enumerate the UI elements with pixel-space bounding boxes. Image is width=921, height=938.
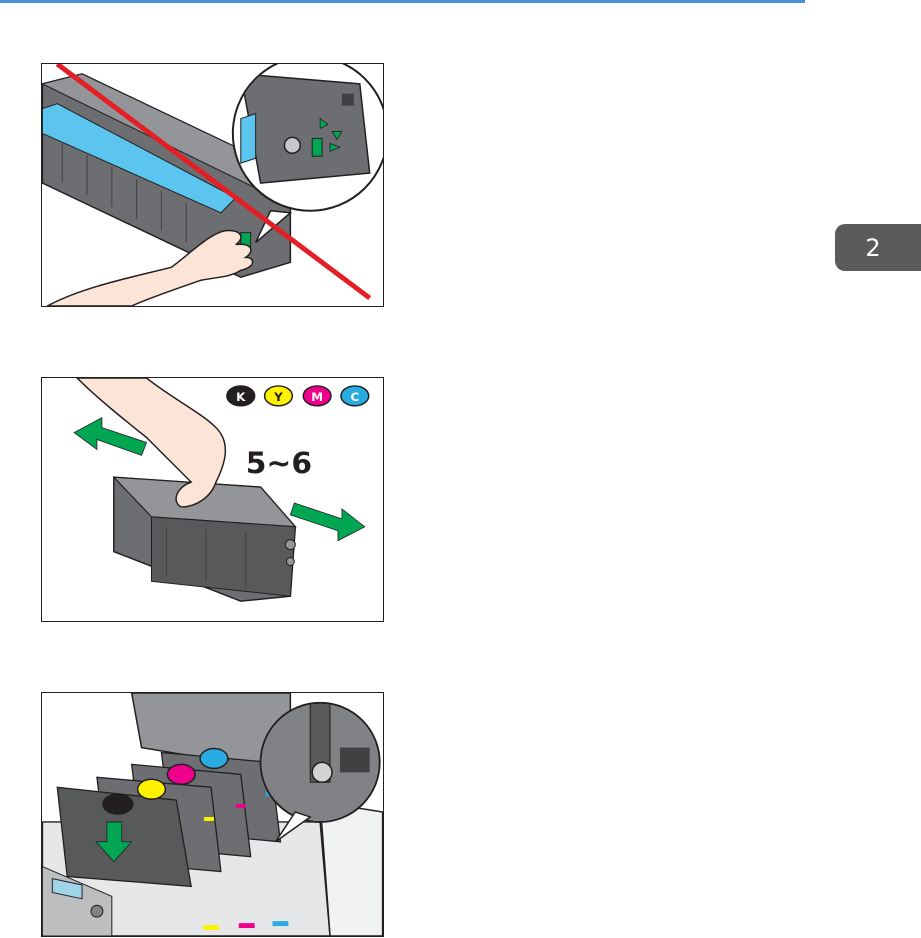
- shake-arrow-right-icon: [290, 503, 364, 541]
- svg-text:M: M: [311, 390, 323, 404]
- badge-m: M: [303, 386, 331, 406]
- illustration-insert-cartridges: [41, 692, 384, 937]
- svg-text:Y: Y: [273, 390, 283, 404]
- svg-text:C: C: [350, 390, 359, 404]
- illustration-do-not-touch-drum: [41, 63, 384, 307]
- shake-cartridge-svg: 5~6 K Y M C: [42, 378, 383, 621]
- chapter-number: 2: [865, 234, 880, 262]
- svg-text:K: K: [236, 390, 246, 404]
- shake-count-label: 5~6: [246, 446, 312, 481]
- illustration-shake-cartridge: 5~6 K Y M C: [41, 377, 384, 622]
- badge-y: Y: [265, 386, 293, 406]
- drum-prohibited-svg: [42, 64, 383, 306]
- badge-c: C: [341, 386, 369, 406]
- insert-cartridges-svg: [42, 693, 383, 936]
- badge-k: K: [227, 386, 255, 406]
- header-rule: [0, 0, 805, 3]
- chapter-tab: 2: [835, 224, 921, 271]
- color-badges: K Y M C: [227, 386, 369, 406]
